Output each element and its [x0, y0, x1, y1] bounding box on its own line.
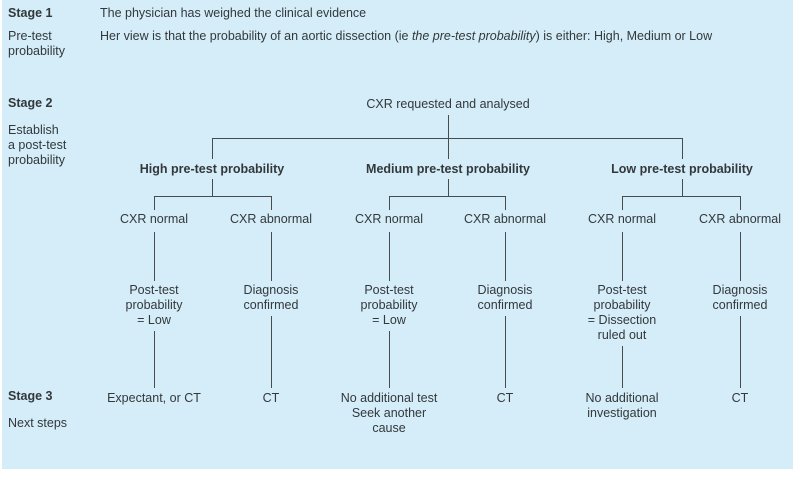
stage1-sublabel-line1: Pre-test	[8, 29, 52, 43]
view-text-italic: the pre-test probability	[408, 29, 536, 43]
nextstep-3-line3: cause	[372, 421, 406, 435]
cxr-outcome-line-2	[271, 232, 272, 281]
outcome-5-line2: probability	[593, 298, 651, 312]
stage2-sublabel-line2: a post-test	[8, 138, 67, 152]
outcome-node-1: Post-test probability = Low	[74, 283, 234, 328]
cxr-outcome-line-1	[154, 232, 155, 281]
nextstep-node-3: No additional test Seek another cause	[309, 391, 469, 436]
column-stub-5	[622, 196, 623, 210]
cxr-outcome-line-6	[740, 232, 741, 281]
figure-background	[2, 0, 793, 469]
split-horizontal-high	[154, 196, 271, 197]
column-stub-4	[505, 196, 506, 210]
outcome-node-6: Diagnosis confirmed	[660, 283, 800, 313]
branch-label-medium: Medium pre-test probability	[366, 162, 530, 176]
outcome-next-line-4	[505, 316, 506, 388]
stage1-label: Stage 1	[8, 6, 53, 20]
cxr-node-1: CXR normal	[119, 212, 189, 226]
nextstep-node-1: Expectant, or CT	[74, 391, 234, 406]
outcome-4-line2: confirmed	[477, 298, 533, 312]
nextstep-6-line1: CT	[731, 391, 749, 405]
outcome-node-5: Post-test probability = Dissection ruled…	[542, 283, 702, 343]
stage2-sublabel-line1: Establish	[8, 123, 59, 137]
branch-label-low: Low pre-test probability	[611, 162, 753, 176]
column-stub-3	[389, 196, 390, 210]
view-text-pre: Her view is that the probability of an a…	[100, 29, 409, 43]
cxr-node-4: CXR abnormal	[464, 212, 546, 226]
cxr-outcome-line-3	[389, 232, 390, 281]
nextstep-2-line1: CT	[262, 391, 280, 405]
stage3-label: Stage 3	[8, 389, 53, 403]
outcome-next-line-2	[271, 316, 272, 388]
cxr-node-2: CXR abnormal	[230, 212, 312, 226]
split-vertical-medium	[448, 179, 449, 196]
nextstep-node-4: CT	[425, 391, 585, 406]
outcome-4-line1: Diagnosis	[477, 283, 533, 297]
nextstep-5-line2: investigation	[587, 406, 657, 420]
branch-stub-low	[682, 138, 683, 159]
branch-stub-high	[212, 138, 213, 159]
split-vertical-low	[682, 179, 683, 196]
outcome-1-line2: probability	[125, 298, 183, 312]
branch-stub-medium	[448, 138, 449, 159]
split-horizontal-low	[622, 196, 740, 197]
stage1-evidence-text: The physician has weighed the clinical e…	[100, 6, 367, 20]
cxr-node-3: CXR normal	[354, 212, 424, 226]
outcome-3-line1: Post-test	[364, 283, 414, 297]
outcome-5-line1: Post-test	[597, 283, 647, 297]
outcome-3-line2: probability	[360, 298, 418, 312]
split-horizontal-medium	[389, 196, 505, 197]
outcome-next-line-6	[740, 316, 741, 388]
nextstep-node-5: No additional investigation	[542, 391, 702, 421]
nextstep-3-line2: Seek another	[351, 406, 427, 420]
outcome-2-line1: Diagnosis	[243, 283, 299, 297]
stage3-sublabel: Next steps	[8, 416, 68, 430]
nextstep-5-line1: No additional	[585, 391, 659, 405]
branch-label-high: High pre-test probability	[139, 162, 285, 176]
nextstep-node-6: CT	[660, 391, 800, 406]
nextstep-node-2: CT	[191, 391, 351, 406]
cxr-outcome-line-4	[505, 232, 506, 281]
nextstep-3-line1: No additional test	[340, 391, 438, 405]
column-stub-2	[271, 196, 272, 210]
stage2-label: Stage 2	[8, 96, 53, 110]
outcome-5-line3: = Dissection	[587, 313, 657, 327]
outcome-3-line3: = Low	[372, 313, 406, 327]
root-horizontal-line	[212, 138, 683, 139]
root-vertical-line	[448, 115, 449, 138]
root-node: CXR requested and analysed	[366, 97, 530, 111]
nextstep-1-line1: Expectant, or CT	[107, 391, 201, 405]
column-stub-6	[740, 196, 741, 210]
outcome-node-3: Post-test probability = Low	[309, 283, 469, 328]
outcome-1-line3: = Low	[137, 313, 171, 327]
view-text-post: ) is either: High, Medium or Low	[535, 29, 713, 43]
outcome-1-line1: Post-test	[129, 283, 179, 297]
stage1-sublabel-line2: probability	[8, 44, 65, 58]
stage1-view-text: Her view is that the probability of an a…	[100, 29, 712, 44]
outcome-node-4: Diagnosis confirmed	[425, 283, 585, 313]
outcome-2-line2: confirmed	[243, 298, 299, 312]
outcome-5-line4: ruled out	[597, 328, 647, 342]
cxr-node-5: CXR normal	[587, 212, 657, 226]
column-stub-1	[154, 196, 155, 210]
cxr-outcome-line-5	[622, 232, 623, 281]
outcome-6-line1: Diagnosis	[712, 283, 768, 297]
outcome-next-line-3	[389, 331, 390, 388]
nextstep-4-line1: CT	[496, 391, 514, 405]
split-vertical-high	[212, 179, 213, 196]
outcome-node-2: Diagnosis confirmed	[191, 283, 351, 313]
cxr-node-6: CXR abnormal	[699, 212, 781, 226]
outcome-next-line-1	[154, 331, 155, 388]
stage2-sublabel-line3: probability	[8, 153, 65, 167]
outcome-6-line2: confirmed	[712, 298, 768, 312]
outcome-next-line-5	[622, 346, 623, 388]
